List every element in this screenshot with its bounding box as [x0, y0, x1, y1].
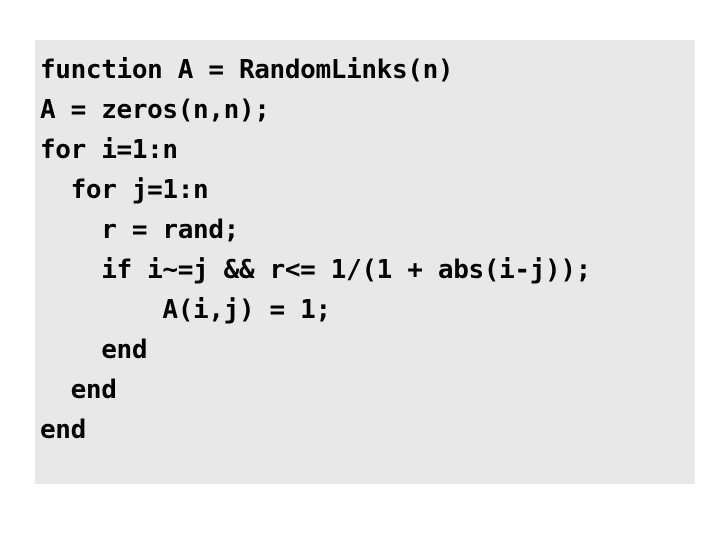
code-listing: function A = RandomLinks(n) A = zeros(n,… [40, 50, 695, 450]
code-line: end [40, 415, 86, 445]
code-line: end [40, 335, 148, 365]
code-line: end [40, 375, 117, 405]
code-line: if i~=j && r<= 1/(1 + abs(i-j)); [40, 255, 591, 285]
code-line: r = rand; [40, 215, 239, 245]
code-line: for j=1:n [40, 175, 209, 205]
code-line: for i=1:n [40, 135, 178, 165]
code-panel: function A = RandomLinks(n) A = zeros(n,… [35, 40, 695, 484]
code-line: function A = RandomLinks(n) [40, 55, 454, 85]
code-line: A(i,j) = 1; [40, 295, 331, 325]
code-line: A = zeros(n,n); [40, 95, 270, 125]
